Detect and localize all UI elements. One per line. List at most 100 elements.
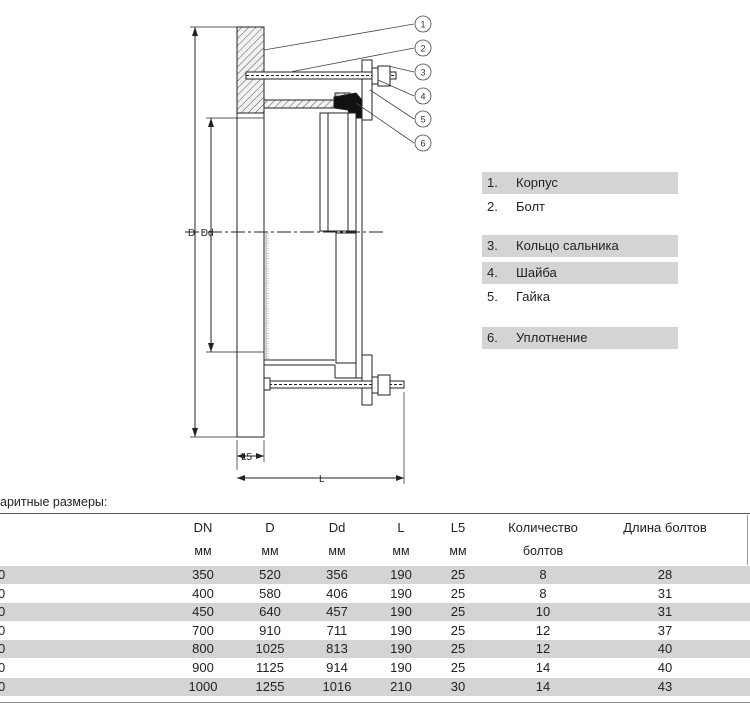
callout-6: 6: [420, 139, 425, 149]
cell-dd: 1016: [322, 678, 352, 694]
cell-l5: 25: [450, 604, 466, 620]
cell-d: 640: [259, 604, 281, 620]
cell-l: 190: [390, 660, 412, 675]
bottom-nut: [377, 374, 391, 396]
table-top-rule: [0, 513, 750, 514]
col-header-bolt-length: Длина болтов: [623, 520, 707, 535]
cell-bolt-count: 8: [539, 585, 547, 601]
callout-3: 3: [420, 68, 425, 78]
cell-first-col: 0: [0, 678, 6, 694]
cell-l5: 25: [450, 641, 466, 657]
callout-1: 1: [420, 20, 425, 30]
cell-bolt-length: 43: [657, 678, 673, 694]
table-row: 0 900 1125 914 190 25 14 40: [0, 659, 750, 677]
cell-d: 580: [259, 585, 281, 601]
cell-bolt-count: 14: [535, 660, 551, 675]
cell-bolt-count: 10: [535, 604, 551, 620]
cell-first-col: 0: [0, 622, 6, 638]
cell-bolt-count: 14: [535, 678, 551, 694]
gland-ring-top: [361, 59, 373, 121]
cell-d: 1025: [255, 641, 285, 657]
dim-label-l5: L5: [241, 452, 253, 463]
cell-l: 190: [390, 585, 412, 601]
legend-item: 1. Корпус: [482, 172, 678, 194]
cell-bolt-length: 28: [657, 567, 673, 582]
table-row: 0 1000 1255 1016 210 30 14 43: [0, 677, 750, 696]
col-unit-dn: мм: [194, 544, 212, 558]
cell-first-col: 0: [0, 604, 6, 620]
col-unit-l: мм: [392, 544, 410, 558]
cell-dn: 900: [192, 660, 214, 675]
cell-dd: 813: [326, 641, 348, 657]
cell-dn: 1000: [188, 678, 218, 694]
legend-number: 4.: [487, 265, 498, 280]
cell-first-col: 0: [0, 660, 6, 675]
cell-dn: 700: [192, 622, 214, 638]
legend-item: 5. Гайка: [482, 286, 678, 308]
legend-number: 3.: [487, 238, 498, 253]
table-row: 0 450 640 457 190 25 10 31: [0, 603, 750, 622]
callout-5: 5: [420, 115, 425, 125]
cell-bolt-count: 8: [539, 567, 547, 582]
cell-l: 190: [390, 622, 412, 638]
cell-bolt-length: 40: [657, 660, 673, 675]
cell-l5: 25: [450, 585, 466, 601]
legend-number: 1.: [487, 175, 498, 190]
cell-d: 910: [259, 622, 281, 638]
cell-d: 520: [259, 567, 281, 582]
legend-number: 6.: [487, 330, 498, 345]
legend-number: 5.: [487, 289, 498, 304]
callout-2: 2: [420, 44, 425, 54]
legend-item: 2. Болт: [482, 196, 678, 218]
table-caption: аритные размеры:: [0, 495, 108, 509]
col-header-d: D: [265, 520, 275, 535]
callout-markers: [414, 15, 432, 152]
cell-bolt-length: 40: [657, 641, 673, 657]
cell-dn: 800: [192, 641, 214, 657]
cell-dn: 450: [192, 604, 214, 620]
cell-d: 1125: [256, 660, 284, 675]
cell-dd: 711: [326, 622, 348, 638]
legend-label: Уплотнение: [516, 330, 588, 345]
top-washer: [371, 67, 379, 85]
legend-item: 6. Уплотнение: [482, 327, 678, 349]
legend-label: Корпус: [516, 175, 558, 190]
col-unit-l5: мм: [449, 544, 467, 558]
cell-l5: 25: [450, 660, 466, 675]
cell-l: 190: [390, 641, 412, 657]
legend-label: Кольцо сальника: [516, 238, 619, 253]
col-header-dd: Dd: [328, 520, 346, 535]
callout-4: 4: [420, 92, 425, 102]
cell-first-col: 0: [0, 585, 6, 601]
cell-l: 210: [390, 678, 412, 694]
col-unit-d: мм: [261, 544, 279, 558]
cell-dd: 914: [326, 660, 348, 675]
dim-label-l: L: [319, 474, 325, 485]
bore-scale: [265, 233, 269, 360]
table-edge-line: [747, 515, 748, 565]
cell-dd: 457: [326, 604, 348, 620]
flange-section-hatch: [236, 26, 265, 114]
col-header-l: L: [397, 520, 405, 535]
legend-label: Болт: [516, 199, 546, 214]
cell-bolt-length: 31: [657, 604, 673, 620]
flange-adapter-drawing: 1 2 3 4 5 6 D Dd L5 L: [185, 15, 432, 485]
cell-d: 1255: [255, 678, 285, 694]
col-header-dn: DN: [193, 520, 213, 535]
cell-bolt-length: 37: [657, 622, 673, 638]
legend-label: Шайба: [516, 265, 557, 280]
bottom-washer: [371, 376, 379, 394]
cell-bolt-length: 31: [657, 585, 673, 601]
cell-dn: 350: [192, 567, 214, 582]
cell-l5: 30: [450, 678, 466, 694]
cell-first-col: 0: [0, 567, 6, 582]
gland-ring-bottom: [361, 354, 373, 406]
dim-label-d-dd: D Dd: [188, 228, 214, 239]
cell-l: 190: [390, 567, 412, 582]
cell-l: 190: [390, 604, 412, 620]
pipe-wall-lower: [335, 232, 357, 364]
